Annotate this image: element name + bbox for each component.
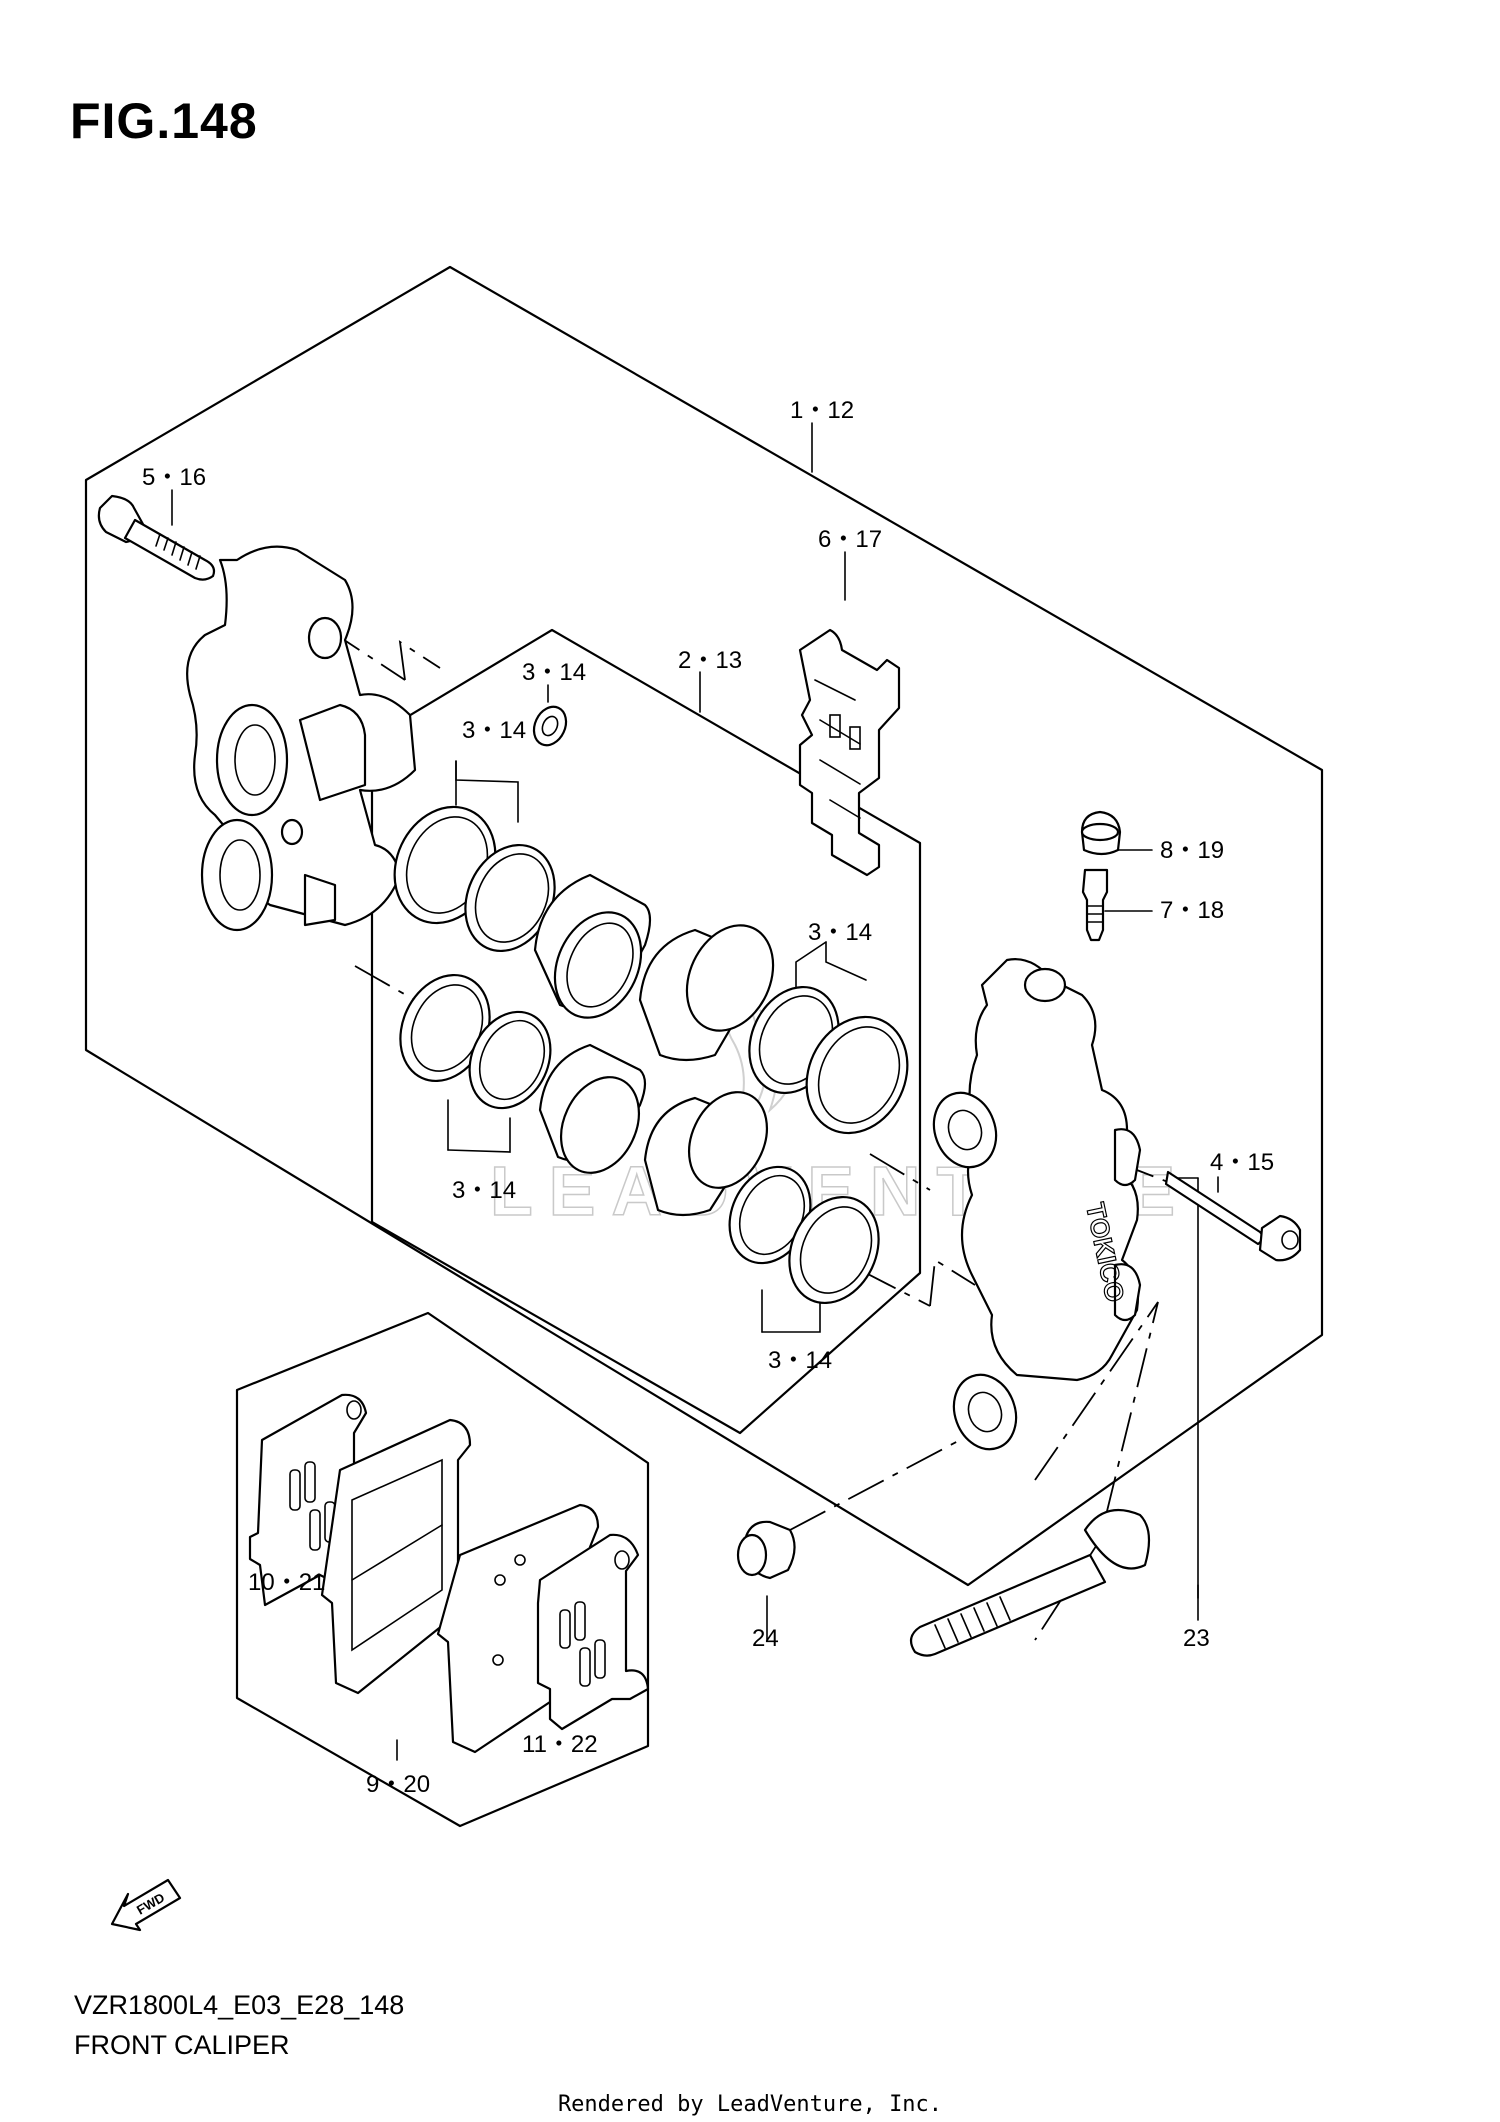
fwd-arrow-icon: FWD <box>110 1878 182 1932</box>
callout-11-22: 11・22 <box>522 1731 598 1758</box>
callout-3-14-left-upper: 3・14 <box>462 717 526 744</box>
dust-seal-small <box>532 705 568 747</box>
callout-1-12: 1・12 <box>790 397 854 424</box>
left-caliper-half <box>186 545 417 932</box>
piston-lower-left <box>538 1043 647 1174</box>
seal-upper-left-inner <box>464 843 556 953</box>
callout-6-17: 6・17 <box>818 526 882 553</box>
pad-shim-right <box>536 1533 650 1731</box>
piston-upper-right <box>638 924 775 1062</box>
callout-3-14-top: 3・14 <box>522 659 586 686</box>
callout-4-15: 4・15 <box>1210 1149 1274 1176</box>
bleeder-cap-8-19 <box>1080 810 1122 856</box>
callout-3-14-right-lower: 3・14 <box>768 1347 832 1374</box>
pad-kit-outline <box>235 1311 650 1828</box>
bolt-23 <box>909 1508 1151 1657</box>
callout-3-14-left-lower: 3・14 <box>452 1177 516 1204</box>
bolt-5-16 <box>97 494 216 581</box>
seal-lower-left-inner <box>468 1010 552 1110</box>
callout-10-21: 10・21 <box>248 1569 325 1596</box>
callout-24: 24 <box>752 1625 779 1652</box>
callout-23: 23 <box>1183 1625 1210 1652</box>
seal-kit-outline <box>370 628 922 1435</box>
figure-name: FRONT CALIPER <box>74 2030 290 2060</box>
rendered-by-credit: Rendered by LeadVenture, Inc. <box>557 2092 943 2117</box>
piston-upper-left <box>533 873 652 1019</box>
piston-lower-right <box>643 1091 768 1217</box>
right-caliper-half: TOKICO <box>932 958 1142 1451</box>
callout-8-19: 8・19 <box>1160 837 1224 864</box>
seal-lower-right-outer <box>788 1195 880 1305</box>
bushing-24 <box>736 1520 796 1580</box>
callout-5-16: 5・16 <box>142 464 206 491</box>
pad-spring-6-17 <box>798 628 901 877</box>
callout-9-20: 9・20 <box>366 1771 430 1798</box>
callout-7-18: 7・18 <box>1160 897 1224 924</box>
bolt-4-15 <box>1164 1170 1302 1262</box>
callout-2-13: 2・13 <box>678 647 742 674</box>
seal-upper-right-outer <box>805 1015 909 1135</box>
leader-lines <box>171 422 1219 1761</box>
caliper-assembly-outline <box>84 265 1324 1587</box>
bleeder-screw-7-18 <box>1081 868 1109 942</box>
callout-3-14-right-upper: 3・14 <box>808 919 872 946</box>
figure-title: FIG.148 <box>70 93 258 149</box>
model-code: VZR1800L4_E03_E28_148 <box>74 1990 405 2020</box>
